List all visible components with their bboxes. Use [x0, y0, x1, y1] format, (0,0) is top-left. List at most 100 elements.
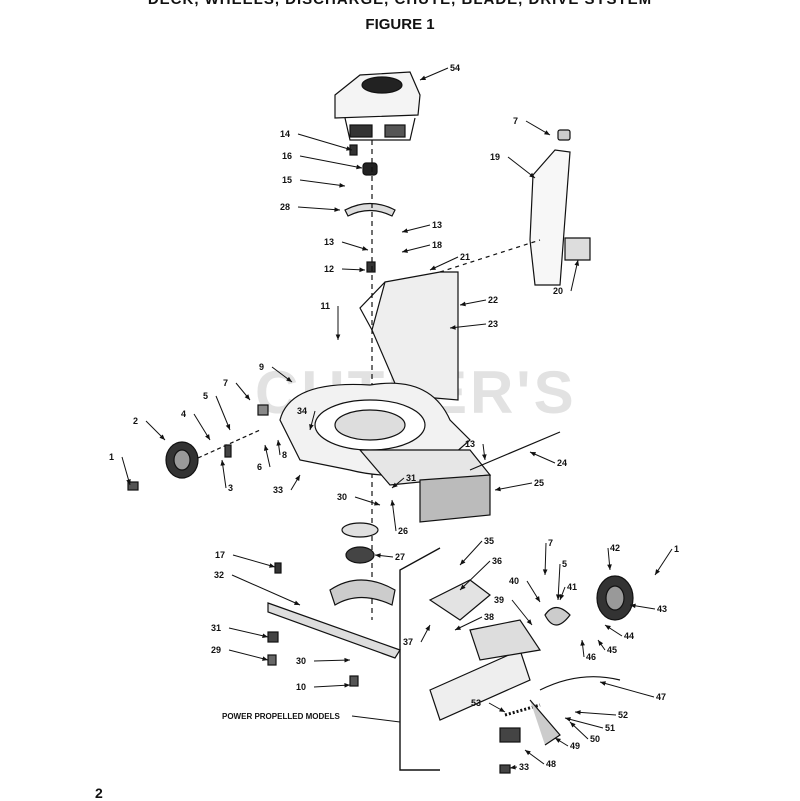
- callout-21: 21: [429, 252, 470, 271]
- leader-line: [494, 482, 533, 491]
- callout-27: 27: [374, 552, 405, 562]
- callout-39: 39: [494, 595, 533, 626]
- arrowhead: [344, 682, 350, 688]
- leader-line: [599, 681, 655, 698]
- callout-32: 32: [214, 570, 301, 606]
- arrowhead: [269, 563, 275, 568]
- callout-13: 13: [465, 439, 487, 461]
- arrowhead: [574, 260, 580, 266]
- callout-4: 4: [181, 409, 211, 441]
- callout-number: 7: [548, 538, 553, 548]
- callout-7: 7: [513, 116, 551, 136]
- callout-46: 46: [580, 639, 596, 662]
- callout-28: 28: [280, 202, 341, 212]
- arrowhead: [542, 569, 548, 575]
- arrowhead: [481, 454, 487, 460]
- leader-line: [231, 574, 301, 606]
- leader-line: [297, 206, 341, 211]
- callout-number: 14: [280, 129, 290, 139]
- callout-number: 51: [605, 723, 615, 733]
- leader-line: [313, 659, 351, 662]
- arrowhead: [430, 265, 436, 270]
- callout-35: 35: [459, 536, 494, 566]
- arrowhead: [607, 564, 612, 570]
- arrowhead: [344, 657, 350, 663]
- callout-54: 54: [419, 63, 460, 81]
- arrowhead: [630, 603, 636, 609]
- callout-number: 54: [450, 63, 460, 73]
- arrowhead: [205, 434, 210, 440]
- callout-3: 3: [220, 459, 233, 493]
- arrowhead: [126, 479, 131, 485]
- callout-number: 44: [624, 631, 634, 641]
- callout-53: 53: [471, 698, 506, 713]
- callout-47: 47: [599, 681, 666, 702]
- arrowhead: [294, 600, 300, 605]
- bag-ring-28: [344, 202, 396, 217]
- arrowhead: [460, 584, 466, 590]
- callout-1: 1: [654, 544, 679, 576]
- arrowhead: [295, 475, 300, 481]
- mower-deck: [279, 382, 492, 486]
- callout-24: 24: [529, 451, 567, 468]
- arrowhead: [565, 717, 571, 722]
- callout-number: 31: [406, 473, 416, 483]
- arrowhead: [374, 501, 380, 506]
- callout-number: 23: [488, 319, 498, 329]
- page-number: 2: [95, 785, 103, 801]
- arrowhead: [580, 640, 585, 646]
- callout-10: 10: [296, 682, 351, 692]
- callout-number: 7: [513, 116, 518, 126]
- arrowhead: [335, 334, 341, 340]
- callout-number: 28: [280, 202, 290, 212]
- arrowhead: [598, 640, 604, 646]
- engine: [334, 71, 421, 141]
- callout-26: 26: [390, 499, 408, 536]
- callout-number: 4: [181, 409, 186, 419]
- callout-number: 20: [553, 286, 563, 296]
- callout-number: 30: [337, 492, 347, 502]
- arrowhead: [535, 596, 540, 602]
- callout-18: 18: [401, 240, 442, 253]
- drive-cover-36: [428, 579, 491, 621]
- callout-number: 27: [395, 552, 405, 562]
- callout-number: 1: [109, 452, 114, 462]
- drive-housing: [429, 649, 531, 721]
- callout-31: 31: [211, 623, 269, 639]
- decal-20: [564, 237, 591, 261]
- arrowhead: [420, 75, 426, 80]
- callout-8: 8: [276, 439, 287, 460]
- callout-number: 50: [590, 734, 600, 744]
- callout-number: 41: [567, 582, 577, 592]
- callout-number: 35: [484, 536, 494, 546]
- callout-20: 20: [553, 259, 580, 296]
- arrowhead: [530, 452, 536, 457]
- arrowhead: [559, 594, 565, 600]
- callout-number: 15: [282, 175, 292, 185]
- chute-guard-19: [529, 149, 571, 286]
- arrowhead: [392, 482, 398, 488]
- arrowhead: [605, 625, 611, 630]
- callout-12: 12: [324, 264, 366, 274]
- callout-number: 18: [432, 240, 442, 250]
- callout-40: 40: [509, 576, 541, 603]
- callout-number: 9: [259, 362, 264, 372]
- arrowhead: [555, 738, 561, 743]
- callout-number: 46: [586, 652, 596, 662]
- arrowhead: [575, 710, 581, 715]
- arrowhead: [525, 750, 531, 756]
- plug-7: [557, 129, 571, 141]
- callout-number: 1: [674, 544, 679, 554]
- arrowhead: [362, 246, 368, 251]
- arrowhead: [655, 569, 660, 575]
- callout-number: 13: [465, 439, 475, 449]
- arrowhead: [244, 394, 250, 400]
- callout-38: 38: [454, 612, 494, 631]
- callout-number: 33: [519, 762, 529, 772]
- callout-number: 25: [534, 478, 544, 488]
- arrowhead: [450, 325, 456, 330]
- diagram-heading: DECK, WHEELS, DISCHARGE, CHUTE, BLADE, D…: [0, 0, 800, 8]
- callout-25: 25: [494, 478, 544, 492]
- arrowhead: [390, 500, 396, 506]
